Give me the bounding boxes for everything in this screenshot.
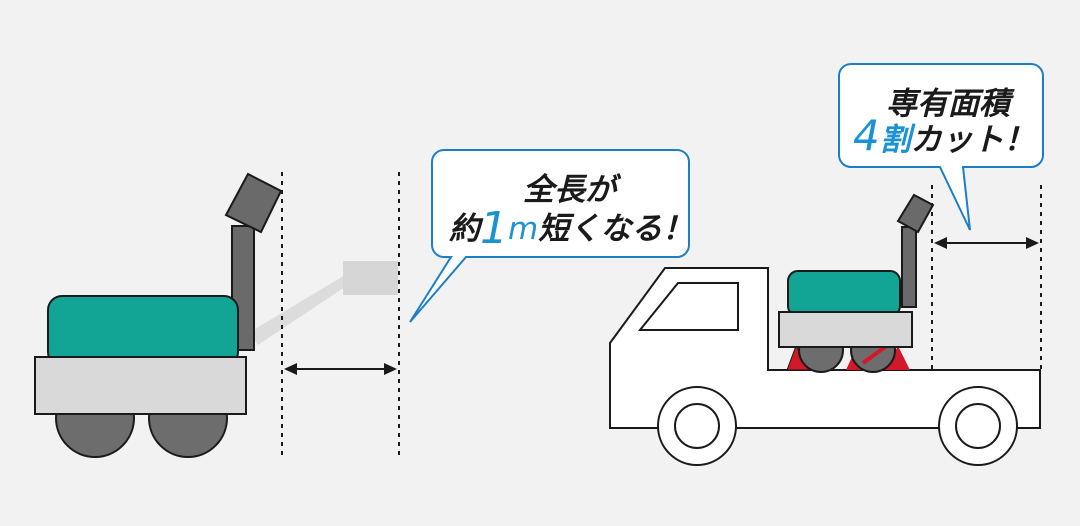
truck [609,267,1041,466]
machine-chassis [34,356,247,415]
length-unit: m [508,211,539,247]
callout-left-line2: 約1m短くなる！ [449,199,694,254]
truck-hub [674,403,720,449]
wheel-chock-icon [885,346,910,370]
truck-window [637,282,739,331]
roller-machine-loaded [778,193,935,373]
callout-left-line1: 全長が [523,172,616,208]
callout-bubble-right [838,63,1044,231]
ratio-number: 4 [853,111,880,160]
ratio-kanji: 割 [879,122,911,158]
roller-machine-left [34,172,283,458]
callout-right-line2: 4割カット！ [853,111,1035,160]
length-number: 1 [480,203,508,254]
exhaust-cap-icon [224,172,283,234]
machine-chassis [778,311,913,348]
cut-label: カット！ [910,122,1035,158]
machine-body [47,295,239,367]
area-dimension-right [931,185,1042,370]
callout-right-line1: 専有面積 [886,86,1010,122]
callout-bubble-left [409,149,690,323]
exhaust-stack-icon [901,226,917,308]
machine-body [787,270,901,317]
length-dimension-left [281,172,400,455]
approx-label: 約 [449,211,480,247]
shorter-label: 短くなる！ [538,211,694,247]
truck-hub [955,403,1001,449]
ghost-old-exhaust-arm [250,261,398,345]
